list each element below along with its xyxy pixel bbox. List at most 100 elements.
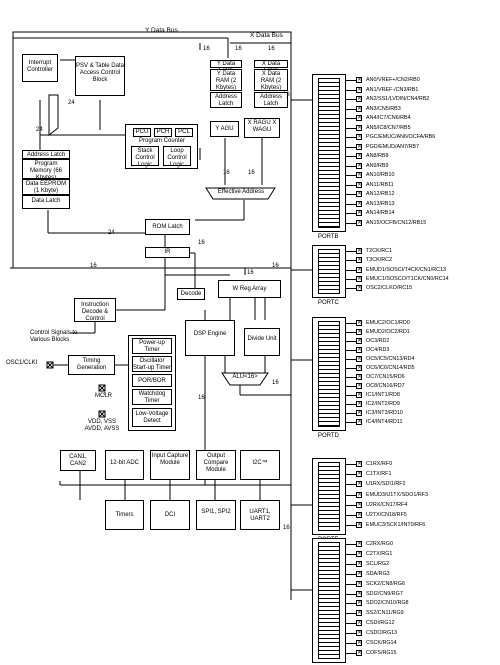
pcl-register: PCL <box>175 128 193 137</box>
pin-label: EMUC3/SCK1/INT0/RF6 <box>366 522 426 529</box>
w-reg-array: W Reg Array <box>218 280 281 298</box>
spi-module: SPI1, SPI2 <box>196 500 236 530</box>
pin-wire <box>346 118 356 119</box>
pin-wire <box>346 251 356 252</box>
pin-pad-icon: × <box>356 247 363 254</box>
pin-wire <box>346 583 356 585</box>
pin-label: OC7/CN15/RD6 <box>366 374 405 380</box>
port-name: PORTB <box>318 234 339 240</box>
pin-wire <box>346 341 356 342</box>
pin-wire <box>346 413 356 414</box>
pin-wire <box>346 203 356 205</box>
pin-pad-icon: × <box>356 460 363 467</box>
pin-pad-icon: × <box>356 364 363 371</box>
bus-width-label: 16 <box>268 46 275 52</box>
port-block <box>312 458 346 536</box>
port-block <box>312 317 346 431</box>
pch-register: PCH <box>154 128 172 137</box>
port-block <box>312 245 346 298</box>
adc-module: 12-bit ADC <box>105 450 144 480</box>
bus-width-label: 16 <box>248 170 255 176</box>
pin-wire <box>346 350 356 351</box>
pin-label: AN9/RB9 <box>366 162 389 169</box>
port-latch <box>318 78 340 228</box>
pin-pad-icon: × <box>356 480 363 488</box>
power-up-timer: Power-up Timer <box>132 338 172 354</box>
pin-wire <box>346 377 356 378</box>
pin-label: OC3/RD2 <box>366 338 390 344</box>
address-latch: Address Latch <box>22 150 70 159</box>
y-address-latch: Address Latch <box>210 92 242 108</box>
pin-label: AN8/RB8 <box>366 153 389 159</box>
bus-width-label: 16 <box>203 46 210 52</box>
pin-wire <box>346 146 356 148</box>
x-address-latch: Address Latch <box>254 92 288 108</box>
pin-label: AN12/RB12 <box>366 191 395 197</box>
pin-label: IC4/INT4/RD11 <box>366 419 403 425</box>
bus-width-label: 16 <box>198 240 205 246</box>
pin-wire <box>346 99 356 100</box>
pin-label: AN5/IC8/CN7/RB5 <box>366 124 411 131</box>
pin-pad-icon: × <box>356 470 363 478</box>
pin-wire <box>346 127 356 129</box>
pin-wire <box>346 603 356 605</box>
pin-label: C2TX/RG1 <box>366 550 393 557</box>
pin-wire <box>346 368 356 369</box>
bus-width-label: 16 <box>247 270 254 276</box>
pin-wire <box>346 484 356 486</box>
bus-width-label: 24 <box>108 230 115 236</box>
vdd-vss-label: VDD, VSS AVDD, AVSS <box>84 419 120 432</box>
osc1-clki-label: OSC1/CLKI <box>6 360 38 366</box>
pin-pad-icon: × <box>356 589 363 597</box>
pin-pad-icon: × <box>356 95 363 102</box>
pin-pad-icon: × <box>356 490 363 498</box>
pin-wire <box>346 633 356 635</box>
dsp-engine: DSP Engine <box>185 320 235 356</box>
pin-pad-icon: × <box>356 161 363 169</box>
pin-wire <box>346 156 356 157</box>
pin-pad-icon: × <box>356 319 363 326</box>
pin-pad-icon: × <box>356 629 363 637</box>
pin-wire <box>346 222 356 224</box>
port-name: PORTC <box>318 299 339 306</box>
pin-pad-icon: × <box>356 256 363 264</box>
pin-label: IC1/INT1/RD8 <box>366 392 400 398</box>
pin-pad-icon: × <box>356 409 363 416</box>
pin-label: U2RX/CN17/RF4 <box>366 501 408 508</box>
pin-label: AN4/IC7/CN6/RB4 <box>366 115 411 121</box>
pin-wire <box>346 323 356 324</box>
effective-address-label: Effective Address <box>217 189 265 195</box>
pin-wire <box>346 395 356 396</box>
pin-pad-icon: × <box>356 218 363 226</box>
rom-latch: ROM Latch <box>145 219 190 235</box>
pin-wire <box>346 544 356 545</box>
bus-width-label: 16 <box>272 380 279 386</box>
pin-pad-icon: × <box>356 190 363 197</box>
pin-label: SDI2/CN9/RG7 <box>366 590 403 597</box>
pin-label: AN2/SS1/LVDIN/CN4/RB2 <box>366 96 430 102</box>
pcu-register: PCU <box>133 128 151 137</box>
pin-label: IC3/INT3/RD10 <box>366 410 403 416</box>
pin-label: AN11/RB11 <box>366 181 394 188</box>
pin-wire <box>346 652 356 654</box>
pin-pad-icon: × <box>356 199 363 207</box>
data-eeprom: Data EEPROM (1 Kbyte) <box>22 179 70 195</box>
pin-wire <box>346 137 356 138</box>
pin-label: OC5/IC5/CN13/RD4 <box>366 356 415 362</box>
pin-pad-icon: × <box>356 609 363 617</box>
pin-wire <box>346 386 356 387</box>
bus-width-label: 24 <box>68 100 75 106</box>
pin-wire <box>346 623 356 625</box>
pin-label: SDA/RG3 <box>366 570 390 577</box>
pin-label: EMUD1/SOSCI/T4CK/CN1/RC13 <box>366 266 446 273</box>
interrupt-controller: Interrupt Controller <box>22 54 58 82</box>
pin-pad-icon: × <box>356 382 363 389</box>
pin-label: AN3/CN5/RB3 <box>366 105 401 112</box>
pin-pad-icon: × <box>356 123 363 131</box>
pin-label: AN15/OCFB/CN12/RB15 <box>366 219 427 226</box>
pin-label: IC2/INT2/RD9 <box>366 401 400 407</box>
pin-pad-icon: × <box>356 540 363 547</box>
pin-pad-icon: × <box>356 500 363 508</box>
pin-pad-icon: × <box>356 599 363 607</box>
